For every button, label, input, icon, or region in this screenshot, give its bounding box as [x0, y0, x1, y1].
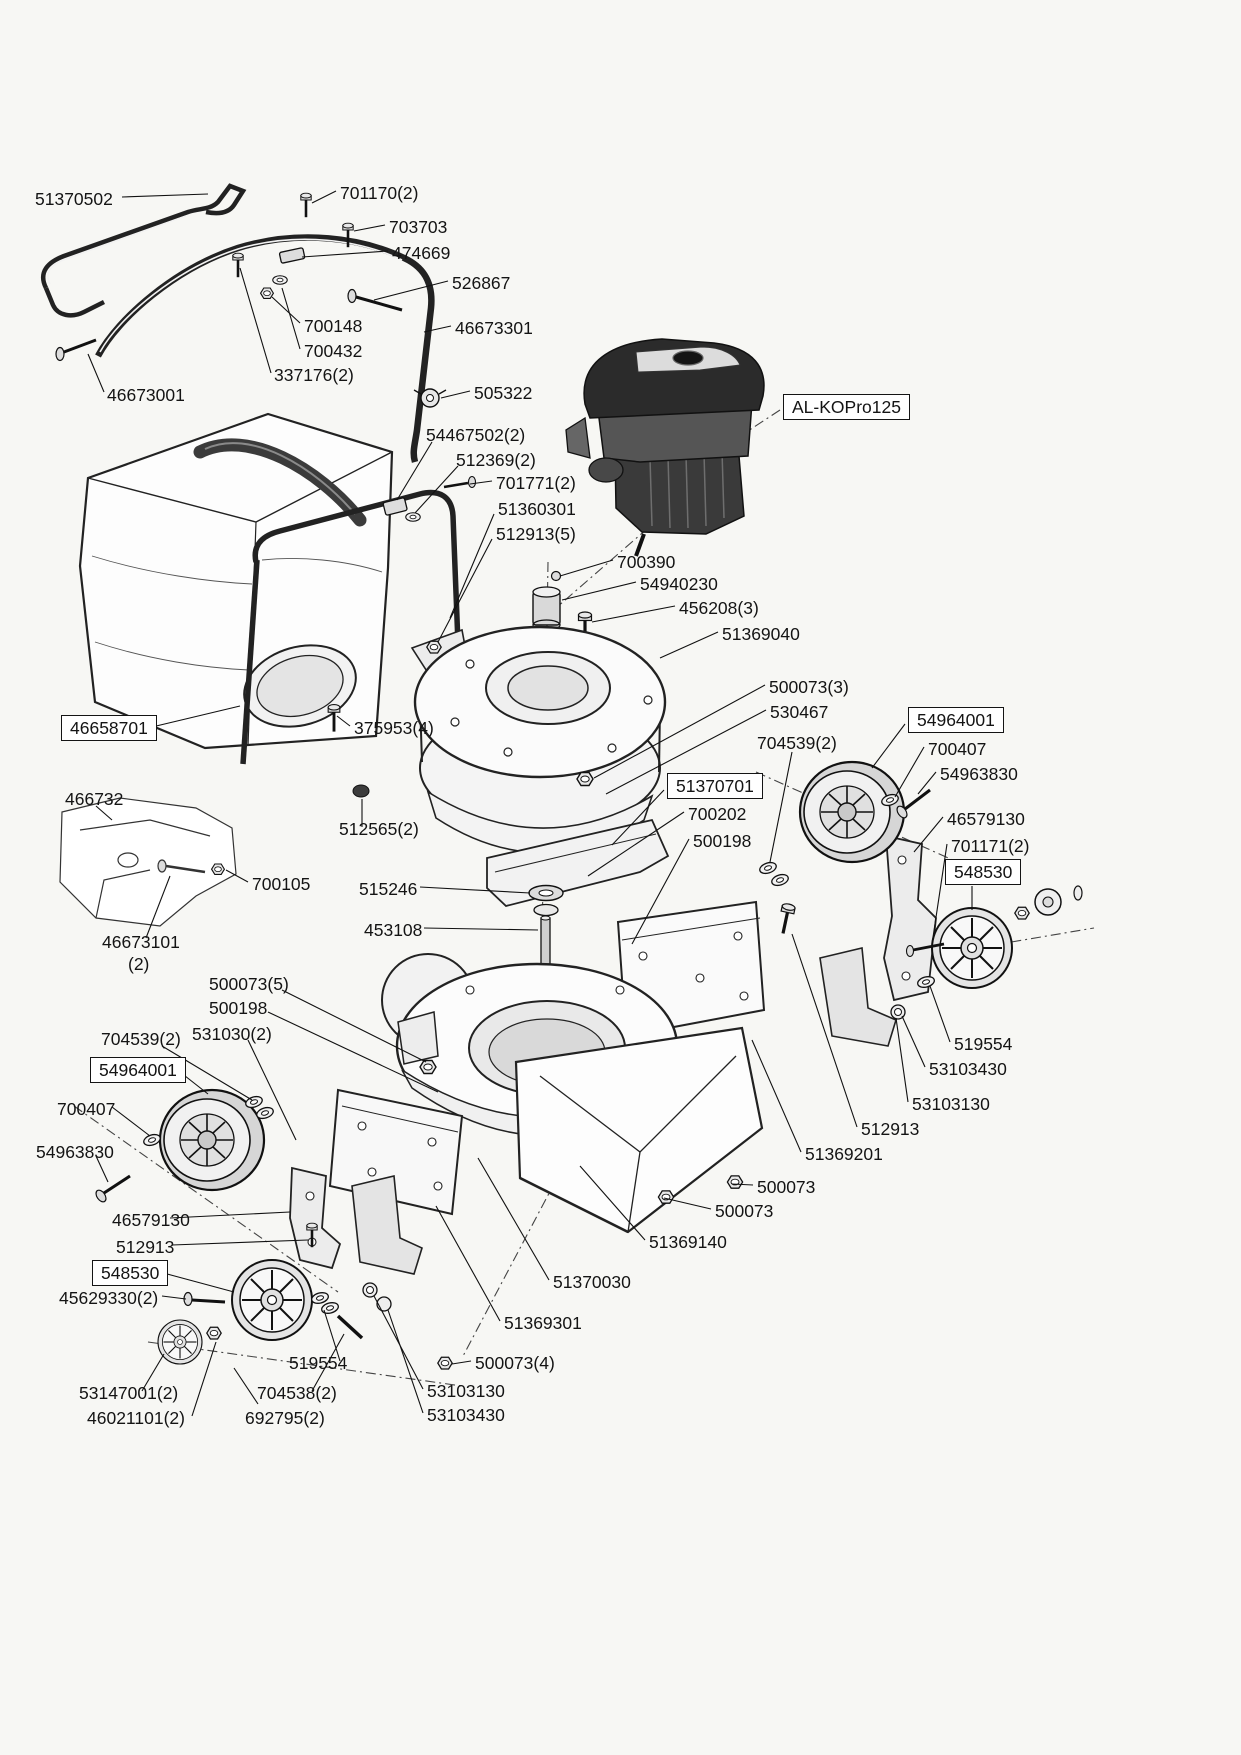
part-label: 51369140: [649, 1232, 727, 1252]
part-label: 500073(4): [475, 1353, 555, 1373]
part-label: 51369201: [805, 1144, 883, 1164]
part-label: 700202: [688, 804, 747, 824]
part-label: 337176(2): [274, 365, 354, 385]
part-label: 46673101: [102, 932, 180, 952]
fasteners-top: [55, 191, 477, 798]
fasteners-right: [657, 788, 1083, 1204]
part-label: 692795(2): [245, 1408, 325, 1428]
part-label: 53147001(2): [79, 1383, 179, 1403]
part-label: 548530: [92, 1260, 169, 1287]
part-label: 704539(2): [757, 733, 837, 753]
part-label: 53103430: [929, 1059, 1007, 1079]
part-label: 51370502: [35, 189, 113, 209]
part-label: 515246: [359, 879, 418, 899]
baffle-plate: [486, 818, 670, 907]
wheel-right: [798, 760, 906, 864]
bag-frame-handle: [40, 183, 247, 318]
wheel-bracket-right: [819, 834, 937, 1047]
part-label: 512565(2): [339, 819, 419, 839]
grass-bag: [78, 412, 394, 750]
deck-detail-sketch: [59, 797, 237, 927]
part-label: 54964001: [908, 707, 1004, 734]
small-wheel-right: [931, 907, 1013, 989]
part-label: 700407: [57, 1099, 116, 1119]
part-label: 51370701: [667, 773, 763, 800]
part-label: 701171(2): [951, 836, 1030, 856]
part-label: 500073(3): [769, 677, 849, 697]
part-label: 700105: [252, 874, 311, 894]
part-label: 512913: [116, 1237, 175, 1257]
engine: [565, 338, 765, 557]
part-label: 54467502(2): [426, 425, 526, 445]
part-label: 700432: [304, 341, 363, 361]
part-label: 45629330(2): [59, 1288, 159, 1308]
part-label: 519554: [289, 1353, 348, 1373]
part-label: 46658701: [61, 715, 157, 742]
part-label: 53103130: [912, 1094, 990, 1114]
part-label: 500198: [209, 998, 268, 1018]
part-label: 54963830: [36, 1142, 114, 1162]
upper-handle: [95, 234, 435, 463]
part-label: 531030(2): [192, 1024, 272, 1044]
part-label: 466732: [65, 789, 124, 809]
leader-lines: [87, 190, 973, 1417]
part-label: 704539(2): [101, 1029, 181, 1049]
part-label: 700148: [304, 316, 363, 336]
part-label: 526867: [452, 273, 511, 293]
part-label: 548530: [945, 859, 1022, 886]
fasteners-left: [95, 1093, 453, 1370]
part-label: 500073: [757, 1177, 816, 1197]
small-wheel-left: [231, 1259, 313, 1341]
part-label: 701771(2): [496, 473, 576, 493]
part-label: 46673001: [107, 385, 185, 405]
part-label: 700407: [928, 739, 987, 759]
part-label: 512913(5): [496, 524, 576, 544]
part-label: (2): [128, 954, 150, 974]
part-label: 704538(2): [257, 1383, 337, 1403]
part-label: 500073(5): [209, 974, 289, 994]
part-label: 505322: [474, 383, 533, 403]
part-label: 46579130: [112, 1210, 190, 1230]
part-label: 530467: [770, 702, 829, 722]
part-label: 703703: [389, 217, 448, 237]
part-label: 500073: [715, 1201, 774, 1221]
part-label: 53103430: [427, 1405, 505, 1425]
part-label: 46673301: [455, 318, 533, 338]
part-label: 375953(4): [354, 718, 434, 738]
part-label: 453108: [364, 920, 423, 940]
part-label: 51370030: [553, 1272, 631, 1292]
blower-housing-upper: [410, 625, 667, 831]
part-label: 519554: [954, 1034, 1013, 1054]
part-label: 701170(2): [340, 183, 419, 203]
part-label: 51369301: [504, 1313, 582, 1333]
wheel-bracket-left: [289, 1166, 423, 1275]
engine-mount-parts: [532, 570, 594, 644]
lower-frame: [240, 489, 461, 765]
part-label: 700390: [617, 552, 676, 572]
discharge-chute: [514, 1026, 764, 1234]
part-label: 53103130: [427, 1381, 505, 1401]
part-label: 474669: [392, 243, 451, 263]
part-label: 54964001: [90, 1057, 186, 1084]
part-label: 46579130: [947, 809, 1025, 829]
model-label: AL-KOPro125: [783, 394, 910, 421]
hub-cap-left: [157, 1319, 203, 1365]
part-label: 51360301: [498, 499, 576, 519]
part-label: 512913: [861, 1119, 920, 1139]
part-label: 51369040: [722, 624, 800, 644]
part-label: 46021101(2): [87, 1408, 185, 1428]
part-label: 54940230: [640, 574, 718, 594]
part-label: 500198: [693, 831, 752, 851]
part-label: 456208(3): [679, 598, 759, 618]
part-label: 512369(2): [456, 450, 536, 470]
part-label: 54963830: [940, 764, 1018, 784]
